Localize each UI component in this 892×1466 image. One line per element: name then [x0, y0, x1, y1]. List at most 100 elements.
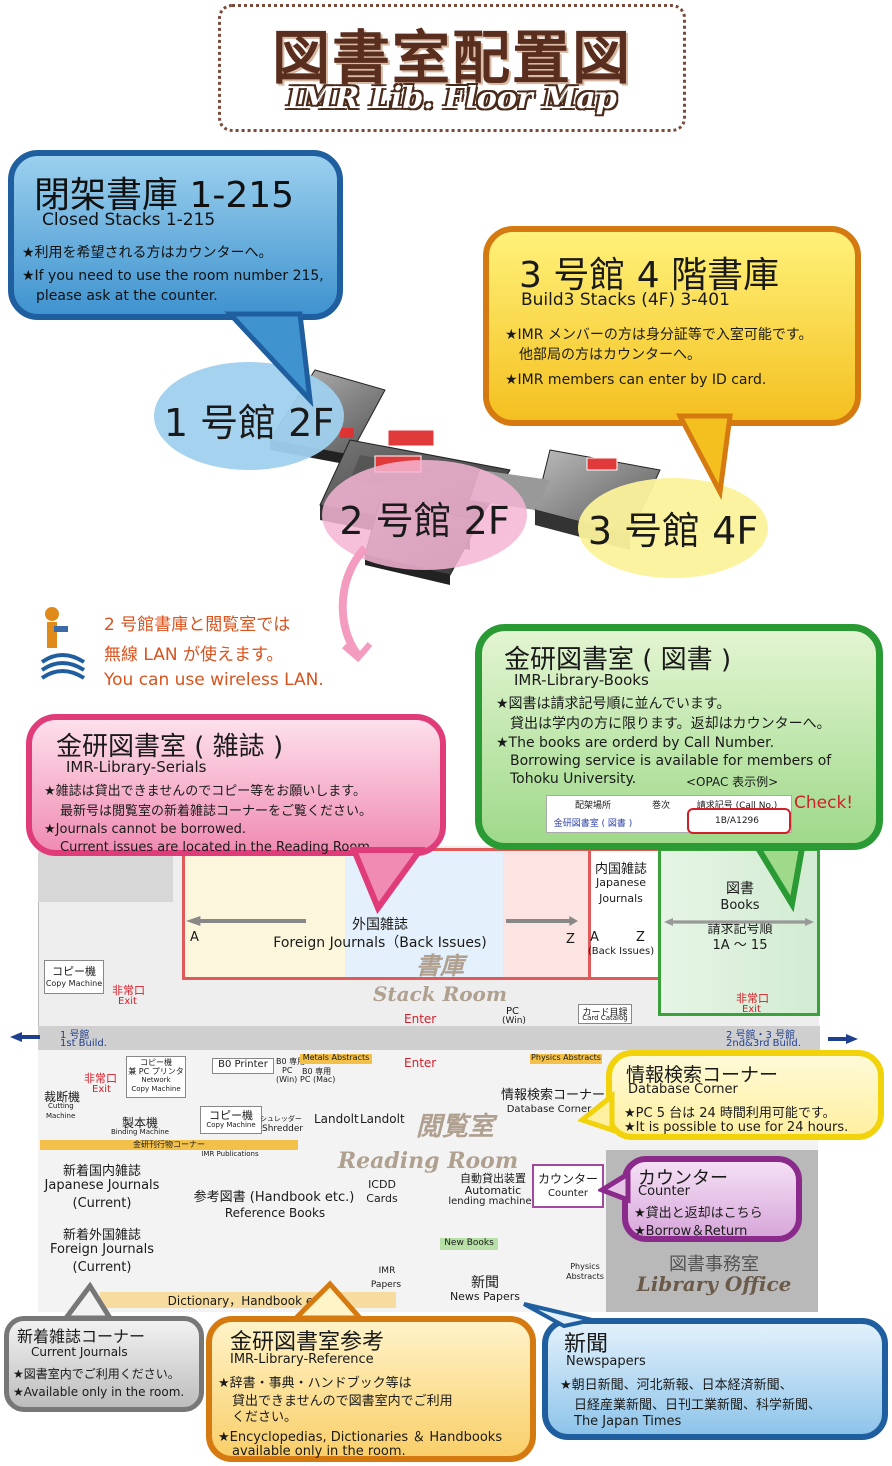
opac-header-location: 配架場所 [574, 801, 611, 811]
reference-books-en: Reference Books [224, 1206, 326, 1220]
japanese-back-issues: (Back Issues) [587, 946, 655, 957]
closed-stacks-tail [224, 311, 314, 408]
current-journals-subtitle: Current Journals [31, 1345, 128, 1359]
binding-en: Binding Machine [111, 1128, 169, 1136]
reading-room-label-jp: 閲覧室 [415, 1112, 494, 1142]
metals-abstracts: Metals Abstracts [300, 1053, 372, 1064]
opac-row-callno: 1B/A1296 [715, 816, 759, 826]
opac-row-location: 金研図書室 ( 図書 ) [553, 819, 633, 829]
reference-bubble: 金研図書室参考 IMR-Library-Reference ★辞書・事典・ハンド… [206, 1316, 536, 1462]
db-corner-bubble: 情報検索コーナー Database Corner ★PC 5 台は 24 時間利… [606, 1050, 884, 1140]
newspapers-subtitle: Newspapers [566, 1354, 646, 1369]
network-copy-machine: コピー機 兼 PC プリンタ Network Copy Machine [126, 1056, 186, 1098]
foreign-a: A [190, 930, 199, 945]
current-journals-title: 新着雑誌コーナー [17, 1327, 146, 1346]
library-office-jp: 図書事務室 [669, 1254, 759, 1275]
cutting-en2: Machine [46, 1112, 76, 1120]
corridor-right-arrow [828, 1034, 858, 1044]
counter-bubble-jp: ★貸出と返却はこちら [634, 1206, 763, 1221]
reference-jp2: 貸出できませんので図書室内でご利用 [232, 1394, 453, 1409]
exit3-en: Exit [92, 1084, 111, 1095]
b0-pc-en: PC [282, 1066, 293, 1075]
pubs-en: IMR Publications [201, 1150, 259, 1158]
physics-abstracts-label: Physics Abstracts [531, 1053, 601, 1062]
card-catalog-en: Card Catalog [582, 1014, 628, 1022]
reference-en2: available only in the room. [232, 1444, 406, 1459]
building2-oval [322, 460, 527, 570]
counter-bubble-en: ★Borrow＆Return [634, 1224, 748, 1239]
serials-tail [350, 847, 426, 915]
books-order: 請求記号順 [707, 922, 773, 937]
imr-publications-shelf: 金研刊行物コーナー [40, 1140, 298, 1150]
build3-tail [675, 413, 733, 501]
build3-jp1: ★IMR メンバーの方は身分証等で入室可能です。 [505, 327, 813, 343]
books-subtitle: IMR-Library-Books [514, 671, 649, 689]
page-title: 図書室配置図 [271, 24, 632, 92]
corridor [38, 1026, 820, 1050]
arrow-left-foreign [186, 916, 306, 926]
exit1-en: Exit [118, 996, 137, 1007]
japanese-journals-en1: Japanese [596, 876, 646, 889]
wireless-line3: You can use wireless LAN. [104, 670, 324, 690]
foreign-z: Z [566, 932, 575, 947]
reference-en1: ★Encyclopedias, Dictionaries ＆ Handbooks [218, 1430, 503, 1445]
wireless-line2: 無線 LAN が使えます。 [104, 645, 284, 665]
b0-pc2-en: PC (Mac) [300, 1075, 336, 1084]
books-en3: Tohoku University. [510, 771, 637, 787]
title-frame: 図書室配置図 IMR Lib. Floor Map [218, 4, 686, 132]
pc-stack-sub: (Win) [502, 1016, 526, 1026]
network-copy-jp2: 兼 PC プリンタ [128, 1067, 184, 1076]
db-bubble-subtitle: Database Corner [628, 1082, 738, 1097]
shredder-en: Shredder [262, 1124, 304, 1134]
copy2-jp: コピー機 [209, 1109, 253, 1122]
callno-highlight [687, 808, 791, 834]
auto-lending-jp: 自動貸出装置 [460, 1172, 526, 1185]
b0-printer: B0 Printer [212, 1058, 274, 1074]
current-foreign-journals-en2: (Current) [72, 1260, 132, 1275]
copy-machine-reading: コピー機 Copy Machine [200, 1106, 262, 1134]
db-bubble-en: ★It is possible to use for 24 hours. [624, 1120, 849, 1135]
exit1-jp: 非常口 [112, 984, 145, 997]
foreign-journals-jp: 外国雑誌 [352, 917, 408, 933]
b0-pc2-jp: B0 専用 [302, 1067, 332, 1076]
network-copy-en2: Copy Machine [131, 1085, 181, 1093]
network-copy-en1: Network [141, 1076, 171, 1084]
counter-desk: カウンター Counter [532, 1164, 604, 1208]
db-corner-tail [578, 1090, 615, 1134]
b0-printer-label: B0 Printer [218, 1059, 268, 1070]
db-corner-en: Database Corner [506, 1104, 592, 1115]
serials-stack-zone [182, 848, 661, 980]
imr-papers2: Papers [370, 1280, 402, 1290]
copy-stack-en: Copy Machine [45, 979, 103, 988]
b0-pc-jp: B0 専用 [276, 1057, 306, 1066]
counter-bubble-title: カウンター [638, 1168, 728, 1189]
opac-example-table: 配架場所 巻次 請求記号 (Call No.) 金研図書室 ( 図書 ) 1B/… [546, 795, 792, 834]
library-office-en: Library Office [636, 1272, 792, 1296]
books-jp1: ★図書は請求記号順に並んでいます。 [496, 696, 731, 712]
closed-stacks-bubble: 閉架書庫 1-215 Closed Stacks 1-215 ★利用を希望される… [8, 150, 343, 320]
reading-room-label-en: Reading Room [337, 1148, 519, 1174]
books-title: 金研図書室 ( 図書 ) [504, 645, 732, 675]
b0-pc-sub: (Win) [276, 1075, 298, 1084]
opac-caption: <OPAC 表示例> [686, 775, 779, 789]
counter-desk-en: Counter [548, 1188, 588, 1199]
stack-room-label-en: Stack Room [372, 982, 508, 1006]
build3-title: 3 号館 4 階書庫 [519, 255, 780, 296]
pc-stack: PC [506, 1006, 520, 1017]
db-corner-jp: 情報検索コーナー [500, 1088, 605, 1103]
newspapers-jp1: ★朝日新聞、河北新報、日本経済新聞、 [560, 1378, 793, 1393]
serials-en2: Current issues are located in the Readin… [60, 840, 375, 855]
build3-en: ★IMR members can enter by ID card. [505, 372, 767, 388]
newspapers-tail [523, 1302, 593, 1329]
corridor-right-jp: 2 号館・3 号館 [726, 1030, 796, 1041]
icdd2: Cards [366, 1192, 398, 1205]
cutting-en1: Cutting [48, 1102, 74, 1110]
newspapers-bubble: 新聞 Newspapers ★朝日新聞、河北新報、日本経済新聞、 日経産業新聞、… [542, 1318, 888, 1440]
network-copy-jp: コピー機 [140, 1058, 172, 1067]
opac-header-callno: 請求記号 (Call No.) [696, 801, 778, 811]
imr-papers1: IMR [378, 1266, 396, 1276]
building3-label: 3 号館 4F [587, 509, 759, 553]
current-journals-jp: ★図書室内でご利用ください。 [13, 1367, 180, 1381]
newspaper-en: News Papers [449, 1290, 521, 1303]
books-en1: ★The books are orderd by Call Number. [496, 735, 775, 751]
